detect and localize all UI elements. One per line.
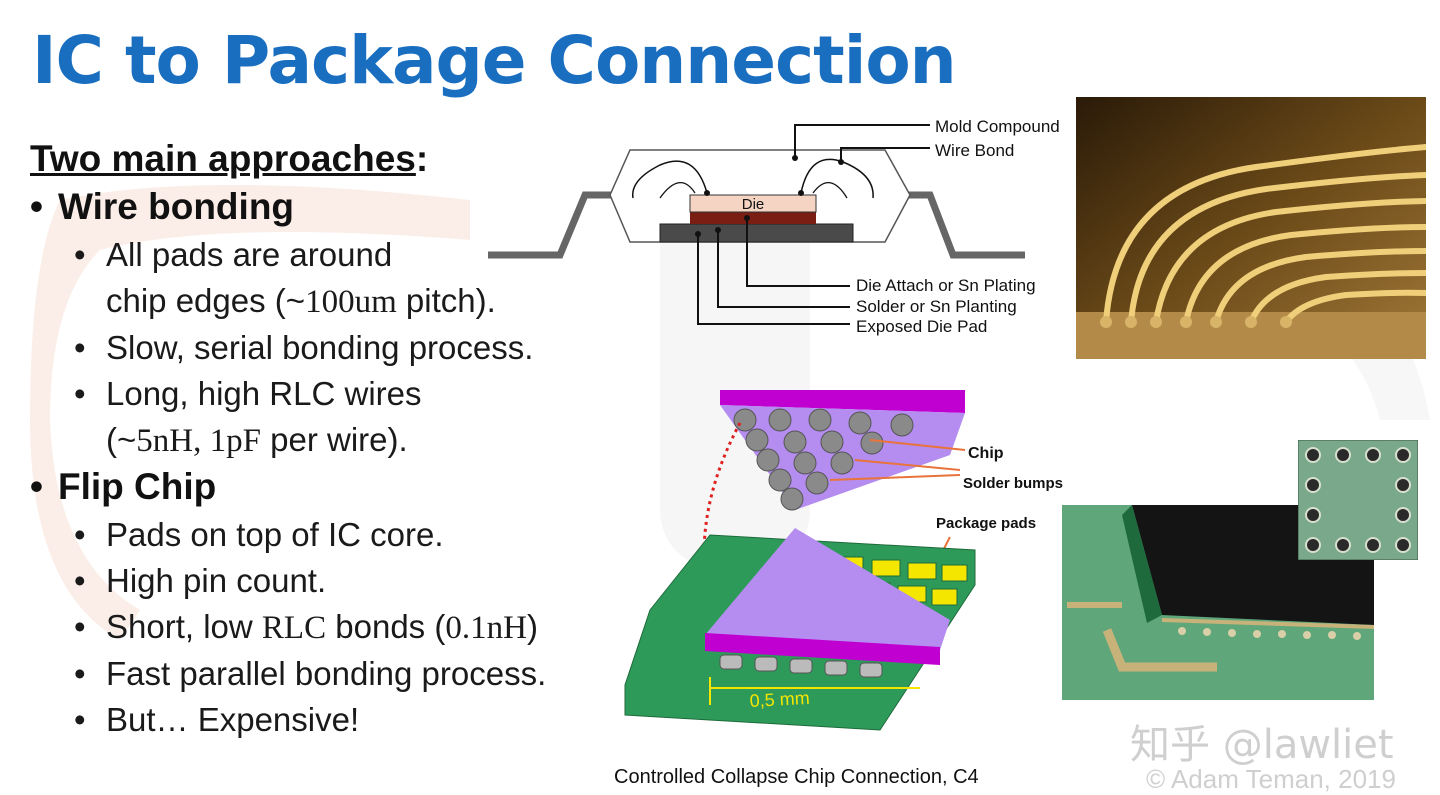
mold-compound-label: Mold Compound: [935, 117, 1060, 136]
zhihu-watermark: 知乎 @lawliet: [1130, 722, 1394, 768]
approach-title: Flip Chip: [58, 466, 217, 507]
slide-title: IC to Package Connection: [32, 22, 957, 99]
exposed-die-pad: [659, 223, 854, 243]
approach-wire-bonding: •Wire bonding: [30, 186, 295, 227]
flip-chip-bullets: •Pads on top of IC core. •High pin count…: [30, 512, 640, 743]
list-item: •But… Expensive!: [74, 701, 360, 738]
flip-chip-diagram: 0,5 mm: [624, 390, 976, 731]
heading-text: Two main approaches: [30, 138, 416, 179]
approach-flip-chip: •Flip Chip: [30, 466, 217, 507]
heading-colon: :: [415, 138, 429, 179]
die-label: Die: [742, 196, 765, 213]
solder-label: Solder or Sn Planting: [856, 297, 1017, 316]
list-item: •Long, high RLC wires(~5nH, 1pF per wire…: [74, 375, 422, 459]
approach-title: Wire bonding: [58, 186, 295, 227]
list-item: •Slow, serial bonding process.: [74, 329, 534, 366]
list-item: •Pads on top of IC core.: [74, 516, 444, 553]
section-heading: Two main approaches:: [30, 138, 640, 180]
wirebond-package-diagram: Die: [488, 124, 1025, 325]
wire-bond-photo: [1076, 97, 1426, 359]
left-lead: [488, 191, 635, 259]
bump-array-photo: [1298, 440, 1418, 560]
die-attach: [690, 212, 816, 224]
dimension-label: 0,5 mm: [749, 688, 810, 711]
solder-bumps-label: Solder bumps: [963, 475, 1064, 492]
list-item: •Short, low RLC bonds (0.1nH): [74, 608, 538, 646]
die-attach-label: Die Attach or Sn Plating: [856, 276, 1036, 295]
list-item: •High pin count.: [74, 562, 327, 599]
exposed-pad-label: Exposed Die Pad: [856, 317, 988, 336]
wire-bond-left: [632, 160, 708, 199]
list-item: •Fast parallel bonding process.: [74, 655, 547, 692]
copyright-text: © Adam Teman, 2019: [1146, 764, 1396, 794]
chip-label: Chip: [968, 445, 1004, 462]
bullet-list: Two main approaches: •Wire bonding •All …: [30, 138, 640, 743]
wire-bond-label: Wire Bond: [935, 141, 1015, 160]
package-pads-label: Package pads: [936, 515, 1037, 532]
flipped-die: [705, 528, 950, 650]
chip-edge: [720, 390, 965, 413]
flip-chip-caption: Controlled Collapse Chip Connection, C4: [614, 766, 979, 788]
die: [689, 194, 817, 213]
